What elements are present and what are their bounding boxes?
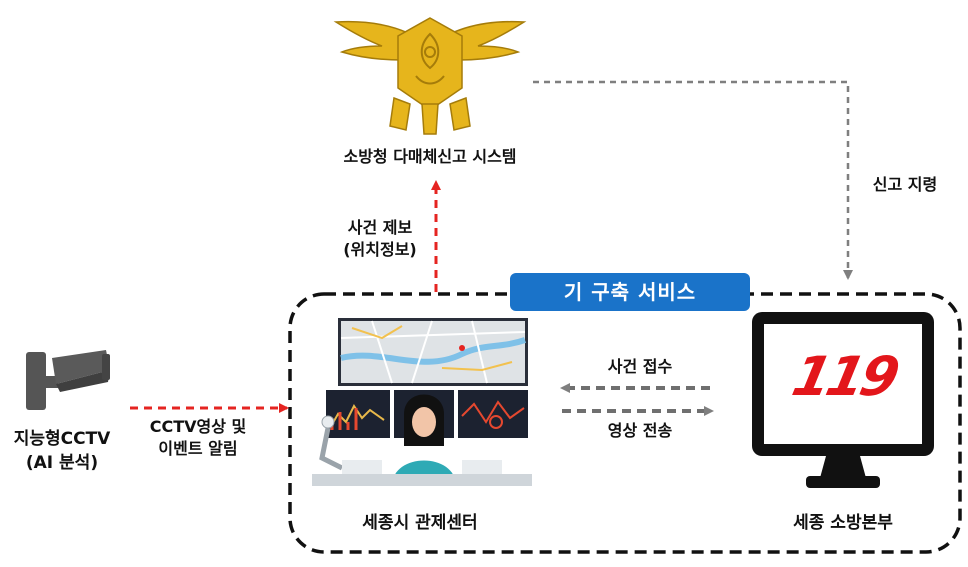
video-transfer-label: 영상 전송 — [607, 421, 673, 440]
service-group-badge: 기 구축 서비스 — [510, 273, 750, 311]
control-center-illustration — [312, 318, 532, 486]
fire-agency-label: 소방청 다매체신고 시스템 — [343, 147, 517, 166]
cctv-label-line2: (AI 분석) — [25, 453, 99, 473]
control-center-label: 세종시 관제센터 — [362, 513, 478, 533]
service-group-frame — [288, 292, 962, 554]
incident-receipt-label: 사건 접수 — [607, 357, 673, 376]
incident-report-label-line2: (위치정보) — [343, 240, 417, 259]
dispatch-label: 신고 지령 — [872, 175, 938, 194]
fire-hq-label: 세종 소방본부 — [793, 513, 893, 533]
cctv-feed-label-line2: 이벤트 알림 — [158, 439, 238, 458]
incident-report-label-line1: 사건 제보 — [347, 218, 413, 237]
dispatch-arrow — [533, 80, 853, 280]
fire-hq-119-logo: 119 — [787, 345, 902, 408]
fire-hq-monitor-icon — [752, 312, 934, 488]
cctv-label-line1: 지능형CCTV — [13, 429, 111, 449]
cctv-feed-label-line1: CCTV영상 및 — [149, 417, 247, 436]
cctv-camera-icon — [26, 350, 110, 410]
fire-agency-emblem-icon — [333, 17, 527, 135]
